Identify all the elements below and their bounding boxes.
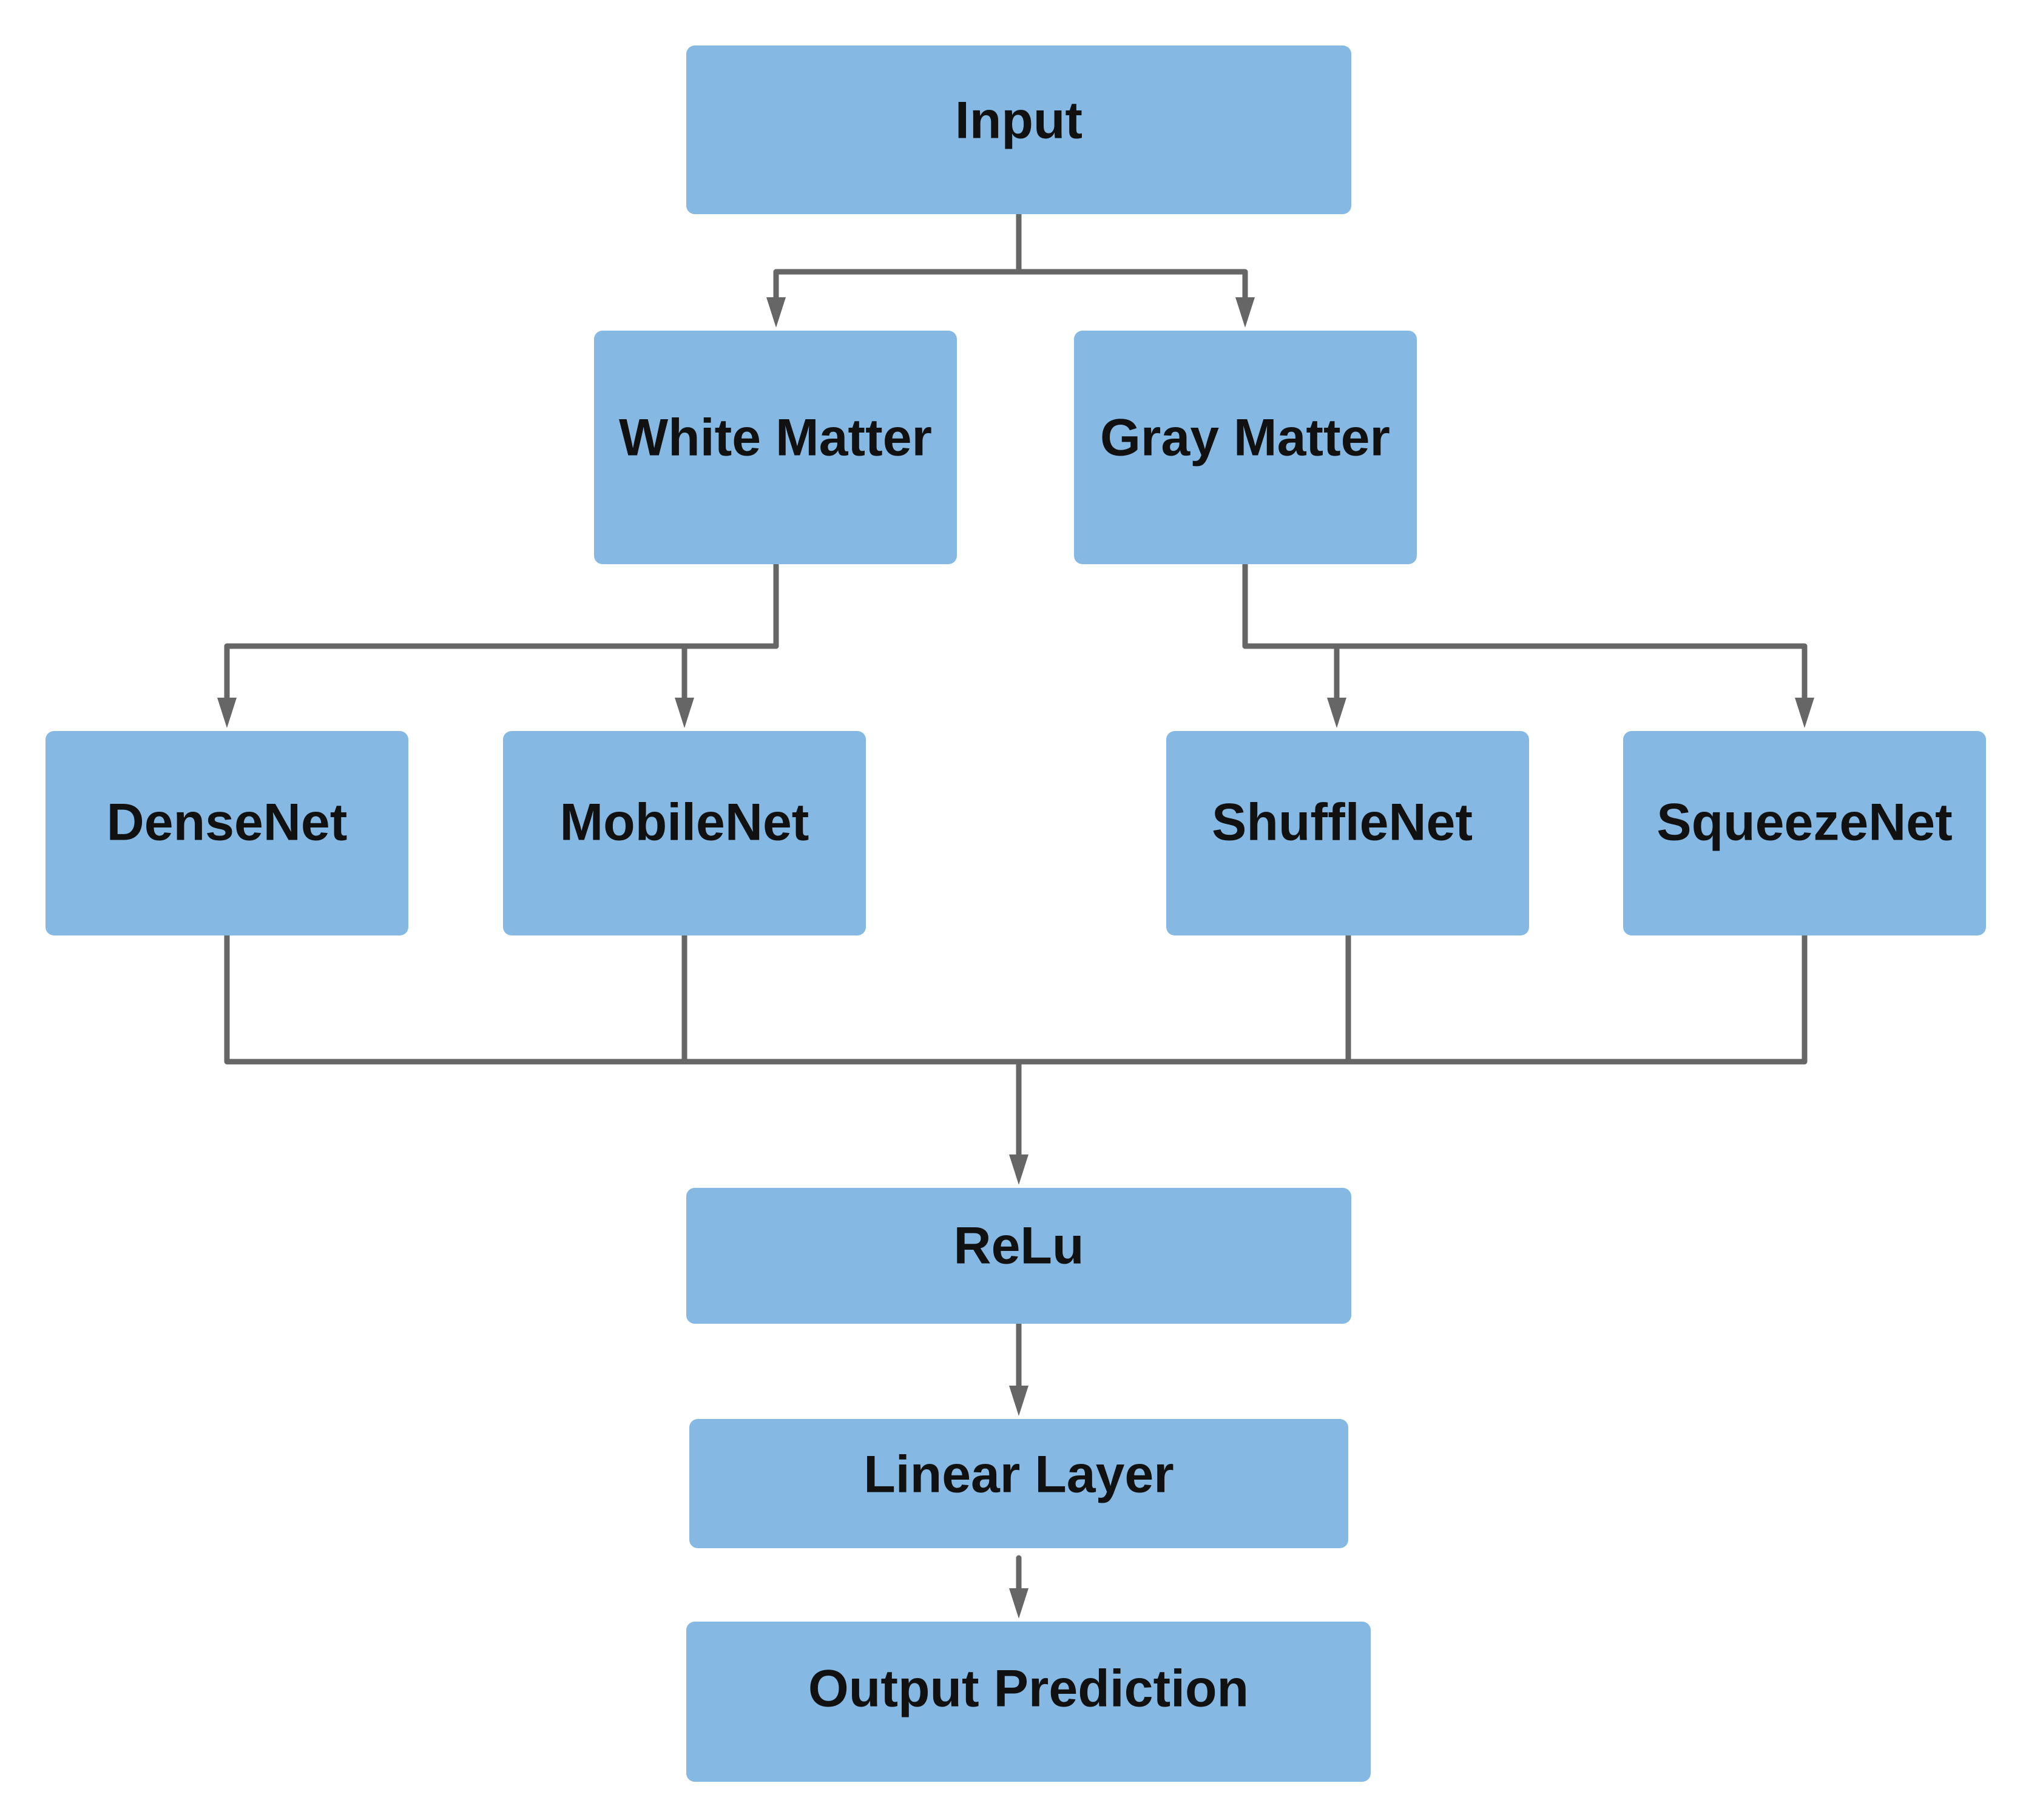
node-shufflenet: ShuffleNet — [1166, 731, 1529, 935]
node-label: Input — [955, 92, 1082, 150]
edge-line — [1016, 932, 1351, 1164]
node-white-matter: White Matter — [594, 331, 957, 564]
arrowhead — [1327, 698, 1346, 728]
edge-input-to-white-matter — [766, 211, 1022, 328]
node-box — [1623, 731, 1986, 935]
node-box — [503, 731, 866, 935]
arrowhead — [217, 698, 237, 728]
edge-line — [773, 211, 1022, 306]
node-label: ShuffleNet — [1212, 794, 1473, 852]
edge-line — [1242, 561, 1808, 707]
edge-linear-layer-to-output-prediction — [1009, 1555, 1028, 1619]
node-label: ReLu — [954, 1217, 1084, 1275]
edge-line — [224, 932, 1022, 1164]
arrowhead — [1795, 698, 1814, 728]
node-label: Output Prediction — [808, 1660, 1249, 1718]
node-gray-matter: Gray Matter — [1074, 331, 1417, 564]
edge-mobilenet-to-relu — [681, 932, 1022, 1164]
arrowhead — [1009, 1386, 1028, 1416]
edge-line — [224, 561, 779, 707]
edges-layer — [217, 211, 1814, 1619]
edge-line — [681, 932, 1022, 1164]
edge-shufflenet-to-relu — [1016, 932, 1351, 1164]
node-linear-layer: Linear Layer — [689, 1419, 1348, 1548]
node-box — [689, 1419, 1348, 1548]
node-box — [594, 331, 957, 564]
node-label: DenseNet — [107, 794, 348, 852]
node-label: MobileNet — [560, 794, 809, 852]
edge-relu-to-linear-layer — [1009, 1321, 1028, 1416]
edge-squeezenet-to-relu — [1016, 932, 1808, 1164]
arrowhead — [675, 698, 694, 728]
arrowhead — [1009, 1588, 1028, 1619]
edge-line — [1242, 561, 1340, 707]
node-label: White Matter — [619, 409, 932, 467]
edge-line — [1016, 211, 1248, 306]
edge-white-matter-to-mobilenet — [675, 561, 779, 728]
node-output-prediction: Output Prediction — [686, 1622, 1371, 1782]
node-box — [686, 46, 1351, 214]
node-box — [686, 1622, 1371, 1782]
node-box — [686, 1188, 1351, 1324]
edge-line — [681, 561, 779, 707]
node-squeezenet: SqueezeNet — [1623, 731, 1986, 935]
node-densenet: DenseNet — [46, 731, 408, 935]
arrowhead — [1235, 297, 1255, 328]
node-mobilenet: MobileNet — [503, 731, 866, 935]
node-box — [1074, 331, 1417, 564]
edge-gray-matter-to-squeezenet — [1242, 561, 1814, 728]
node-input: Input — [686, 46, 1351, 214]
node-box — [1166, 731, 1529, 935]
edge-input-to-gray-matter — [1016, 211, 1255, 328]
node-box — [46, 731, 408, 935]
arrowhead — [1009, 1154, 1028, 1185]
arrowhead — [766, 297, 786, 328]
node-label: SqueezeNet — [1657, 794, 1953, 852]
edge-line — [1016, 932, 1808, 1164]
node-label: Linear Layer — [863, 1446, 1174, 1504]
node-relu: ReLu — [686, 1188, 1351, 1324]
node-label: Gray Matter — [1100, 409, 1390, 467]
